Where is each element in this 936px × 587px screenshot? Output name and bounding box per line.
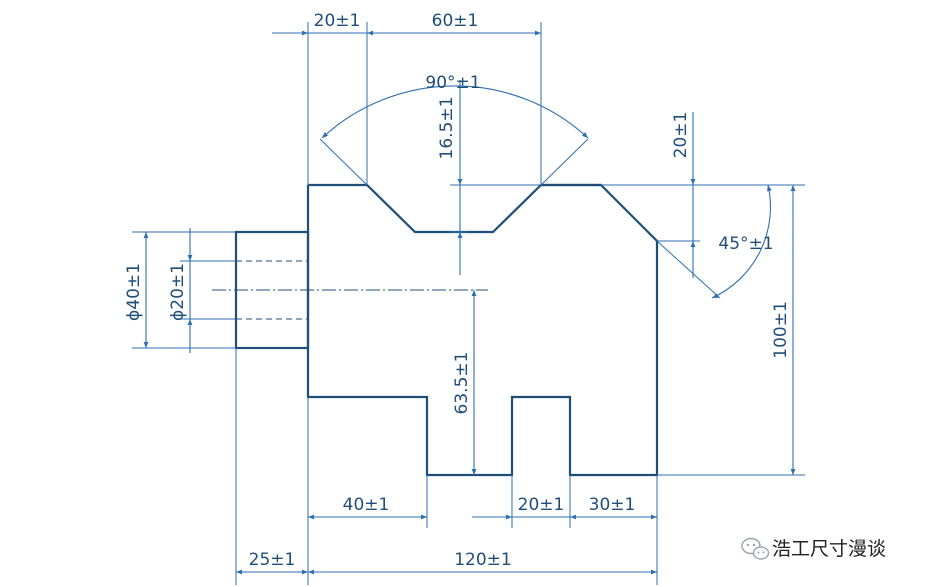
label-dia-outer: ϕ40±1 [124,263,144,321]
label-slot-right: 30±1 [589,495,636,515]
wechat-icon [741,537,770,560]
label-total-width: 120±1 [454,550,512,570]
label-slot-left: 40±1 [343,495,390,515]
watermark: 浩工尺寸漫谈 [741,537,886,560]
watermark-text: 浩工尺寸漫谈 [772,538,886,560]
label-top-right: 60±1 [432,11,479,31]
main-body-outline [306,183,659,477]
label-right-top: 20±1 [671,112,691,159]
extension-lines [132,22,805,585]
label-angle-right: 45°±1 [718,234,773,254]
label-total-height: 100±1 [771,301,791,359]
label-depth: 16.5±1 [437,97,457,160]
dim-arc-45 [711,184,772,299]
label-angle-top: 90°±1 [425,73,480,93]
label-shaft-length: 25±1 [249,550,296,570]
part-outline [212,183,659,477]
dimension-lines [143,30,796,575]
dim-arc-90 [321,85,589,139]
label-dia-inner: ϕ20±1 [168,263,188,321]
label-slot-mid: 20±1 [518,495,565,515]
dimension-labels: 20±1 60±1 90°±1 16.5±1 20±1 45°±1 100±1 … [124,11,791,570]
label-center-height: 63.5±1 [452,352,472,415]
label-top-left: 20±1 [314,11,361,31]
